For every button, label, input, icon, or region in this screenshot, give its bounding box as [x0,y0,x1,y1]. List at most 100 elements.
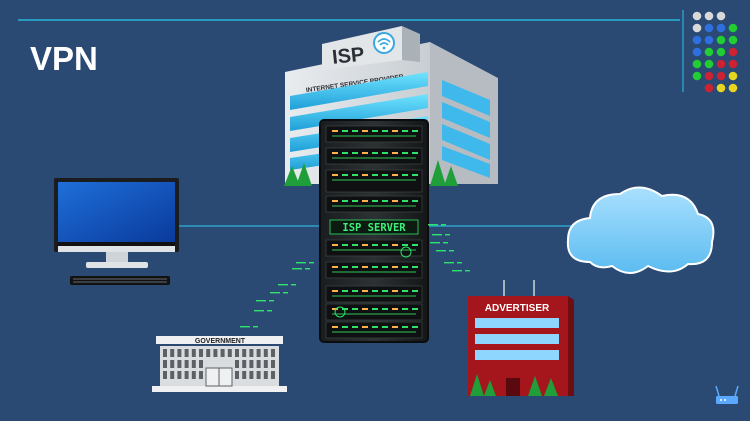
rack-led [352,200,358,202]
gov-window [163,371,167,379]
rack-unit [325,195,423,213]
rack-led [372,326,378,328]
server-label: ISP SERVER [342,222,406,234]
rack-led [342,130,348,132]
gov-window [184,360,189,368]
grid-dot [716,47,726,57]
wifi-globe-icon [373,32,395,54]
rack-led [342,266,348,268]
rack-fan [334,306,346,318]
data-dash [443,242,448,244]
data-dash [465,270,470,272]
data-traffic-marks [240,224,470,328]
rack-led [382,152,388,154]
rack-led [382,244,388,246]
rack-led [392,290,398,292]
gov-window [271,349,275,357]
rack-unit [325,303,423,321]
rack-led [372,308,378,310]
slide-title: VPN [30,40,98,77]
gov-window [256,371,261,379]
gov-window [235,360,239,368]
rack-led [412,130,418,132]
rack-led [392,200,398,202]
grid-dot [692,35,702,45]
rack-led [352,326,358,328]
rack-unit [325,261,423,279]
data-dash [449,250,454,252]
rack-led [342,308,348,310]
gov-window [170,349,175,357]
rack-led [362,266,368,268]
rack-led [382,200,388,202]
gov-window [256,349,261,357]
data-dash [309,262,314,264]
rack-led [392,152,398,154]
gov-window [177,371,182,379]
gov-window [191,360,196,368]
rack-led [352,290,358,292]
rack-unit [325,321,423,339]
data-dash [291,284,296,286]
rack-fan [400,246,412,258]
data-dash [428,224,438,226]
advertiser-building: ADVERTISER [468,280,574,396]
rack-unit [325,239,423,257]
rack-led [412,244,418,246]
gov-window [163,349,167,357]
rack-led [402,244,408,246]
data-dash [305,268,310,270]
data-dash [283,292,288,294]
rack-led [402,152,408,154]
dot-grid-decoration [692,11,738,93]
grid-dot [728,59,738,69]
rack-led [362,308,368,310]
router-icon [715,385,739,404]
rack-led [402,308,408,310]
rack-led-bar [332,331,416,333]
gov-window [242,349,247,357]
internet-cloud-icon [566,186,715,274]
data-dash [445,234,450,236]
rack-unit [325,147,423,165]
data-dash [430,242,440,244]
rack-led [372,130,378,132]
gov-window [177,360,182,368]
gov-window [227,349,232,357]
rack-led [392,266,398,268]
rack-led [412,290,418,292]
gov-window [170,371,175,379]
rack-led [402,326,408,328]
isp-sign-text: ISP [331,44,365,69]
rack-led [392,326,398,328]
rack-led [332,200,338,202]
data-dash [296,262,306,264]
rack-led [372,200,378,202]
rack-led [382,266,388,268]
grid-dot [716,71,726,81]
rack-led-bar [332,205,416,207]
rack-led [382,326,388,328]
gov-window [249,349,254,357]
grid-dot [716,59,726,69]
rack-led [372,174,378,176]
rack-led [362,244,368,246]
rack-led [352,174,358,176]
rack-led [372,152,378,154]
isp-server-rack: ISP SERVER [319,119,429,343]
gov-window [177,349,182,357]
rack-led [332,174,338,176]
rack-led [362,174,368,176]
rack-led [412,152,418,154]
rack-led-bar [332,249,416,251]
rack-led [332,290,338,292]
rack-led [362,200,368,202]
grid-dot [704,11,714,21]
data-dash [441,224,446,226]
grid-dot [704,23,714,33]
gov-window [256,360,261,368]
grid-dot [716,23,726,33]
data-dash [254,310,264,312]
rack-led [342,152,348,154]
rack-led-bar [332,157,416,159]
